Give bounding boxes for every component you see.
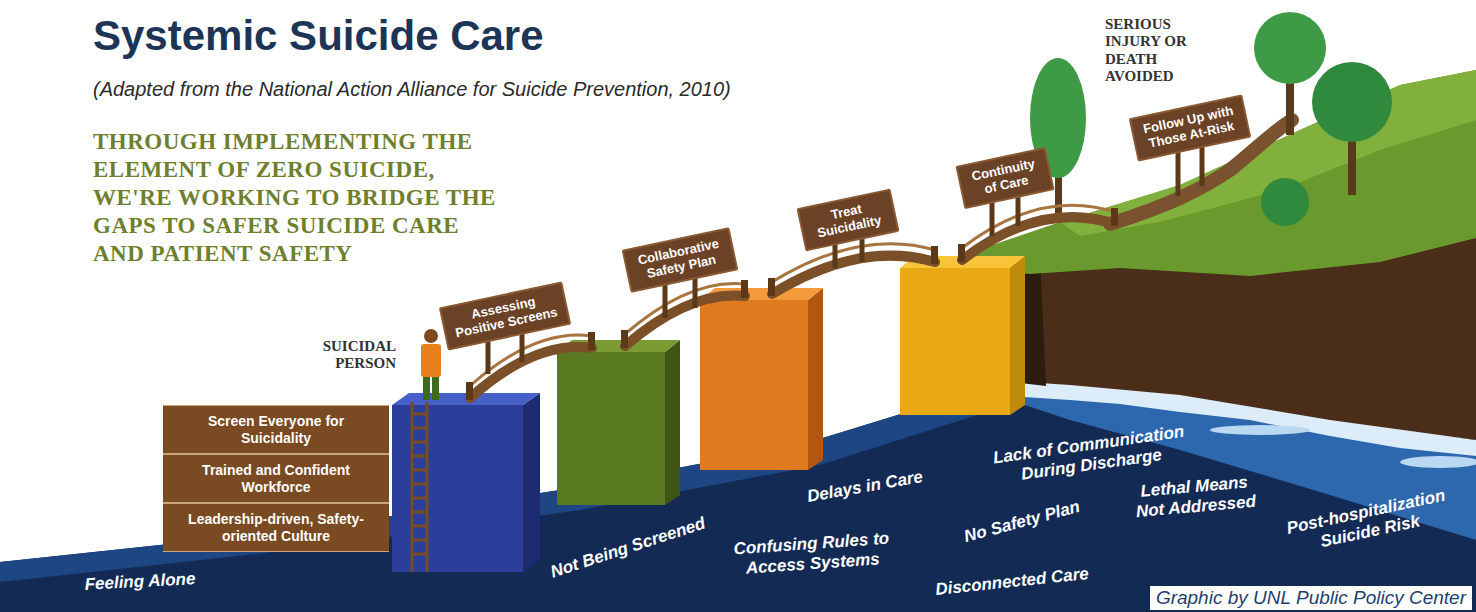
bridge-rail [772, 244, 935, 282]
ladder-rung [412, 511, 427, 514]
foundation-text: Trained and Confident Workforce [171, 462, 381, 496]
tree-canopy [1312, 62, 1392, 142]
mission-heading: THROUGH IMPLEMENTING THE ELEMENT OF ZERO… [93, 128, 503, 268]
ladder-rung [412, 497, 427, 500]
person-label: SUICIDAL PERSON [292, 338, 396, 373]
bridge-post [621, 330, 628, 348]
sign-text: Follow Up with Those At-Risk [1138, 103, 1242, 153]
foundation-box: Trained and Confident Workforce [163, 454, 389, 503]
ladder-rung [412, 553, 427, 556]
pillar-front [700, 300, 808, 470]
bridge-post [958, 244, 965, 262]
sign-text: Assessing Positive Screens [448, 290, 562, 342]
sign-text: Continuity of Care [965, 155, 1046, 200]
signpost: Treat Suicidality [796, 189, 899, 252]
signpost: Continuity of Care [955, 147, 1054, 209]
suicidal-person [421, 329, 441, 400]
bridge-post [931, 246, 938, 264]
pillar-side [1010, 256, 1025, 415]
bridge-deck [772, 256, 935, 294]
bridge-post [1111, 208, 1118, 226]
ladder-rung [412, 413, 427, 416]
sign-posts [488, 134, 1202, 374]
ladder-rung [412, 483, 427, 486]
foam [1210, 425, 1310, 435]
ladder [412, 402, 427, 572]
foundation-box: Screen Everyone for Suicidality [163, 405, 389, 454]
pillar-front [900, 268, 1010, 415]
credit-caption: Graphic by UNL Public Policy Center [1150, 586, 1472, 610]
person-leg [432, 374, 439, 400]
pillar-front [557, 352, 665, 505]
bridge-post [466, 382, 473, 400]
sign-text: Treat Suicidality [806, 197, 890, 243]
bridge-deck [962, 217, 1115, 260]
sign-text: Collaborative Safety Plan [631, 236, 729, 285]
pillar-side [665, 340, 680, 505]
person-head [424, 329, 438, 343]
signpost: Follow Up with Those At-Risk [1129, 94, 1252, 161]
foundation-text: Screen Everyone for Suicidality [171, 413, 381, 447]
foam [1400, 456, 1476, 468]
person-leg [423, 374, 430, 400]
ladder-rung [412, 441, 427, 444]
ladder-rung [412, 455, 427, 458]
ladder-rung [412, 539, 427, 542]
person-body [421, 344, 441, 377]
bridges [470, 205, 1115, 398]
ladder-rung [412, 525, 427, 528]
foundation-box: Leadership-driven, Safety-oriented Cultu… [163, 503, 389, 552]
bridge-post [768, 278, 775, 296]
grass-light [1060, 70, 1476, 236]
ladder-rung [412, 427, 427, 430]
ladder-rung [412, 469, 427, 472]
bridge-rail [625, 283, 745, 334]
outcome-label: SERIOUS INJURY OR DEATH AVOIDED [1105, 16, 1197, 85]
pillar-side [808, 288, 823, 470]
pillar-side [523, 393, 540, 572]
bridge-post [741, 280, 748, 298]
foundation-text: Leadership-driven, Safety-oriented Cultu… [171, 511, 381, 545]
source-note: (Adapted from the National Action Allian… [93, 78, 893, 101]
bush [1261, 178, 1309, 226]
bridge-post [588, 332, 595, 350]
diagram-title: Systemic Suicide Care [93, 12, 544, 60]
tree-canopy [1254, 12, 1326, 84]
signpost: Assessing Positive Screens [439, 281, 571, 350]
water-band [0, 385, 1040, 582]
bridge-rail [962, 205, 1115, 248]
